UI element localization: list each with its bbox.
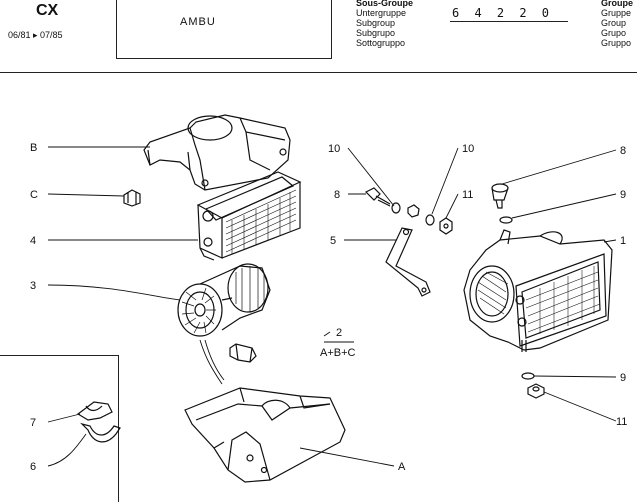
part-c-clip	[123, 189, 141, 207]
subgroup-code: 6 4 2 2 0	[452, 6, 554, 20]
fastener-washer-9a	[499, 216, 513, 224]
leader-11a	[445, 193, 459, 219]
leader-lines	[47, 146, 617, 467]
part-a-lower-housing	[184, 387, 346, 483]
group-label-it: Gruppo	[601, 38, 632, 48]
part-4-heater-matrix	[196, 171, 302, 261]
callout-7: 7	[30, 417, 36, 429]
group-label-es: Grupo	[601, 28, 627, 38]
group-label-de: Gruppe	[601, 8, 632, 18]
vehicle-model: CX	[36, 2, 59, 19]
part-6-inset-strap	[80, 422, 121, 443]
callout-8a: 8	[334, 189, 340, 201]
part-5-bracket	[385, 227, 431, 297]
group-label-fr: Groupe	[601, 0, 634, 8]
inset-border-vertical	[118, 355, 119, 502]
subgroup-label-list: Sous-Groupe Untergruppe Subgroup Subgrup…	[356, 0, 413, 48]
leader-a	[299, 447, 395, 467]
code-underline	[450, 21, 568, 22]
fastener-nut-11b	[527, 383, 545, 399]
subgroup-label-en: Subgroup	[356, 18, 396, 28]
part-b-upper-housing	[143, 114, 291, 191]
group-label-en: Group	[601, 18, 627, 28]
leader-3	[47, 284, 181, 301]
fastener-nut-11a	[439, 217, 453, 235]
production-years: 06/81 ▸ 07/85	[8, 30, 63, 40]
assembly-composition: A+B+C	[320, 347, 356, 359]
fastener-screw-8a	[364, 187, 391, 207]
inset-border-horizontal	[0, 355, 119, 356]
callout-6: 6	[30, 461, 36, 473]
leader-11b	[543, 391, 617, 422]
subgroup-label-de: Untergruppe	[356, 8, 407, 18]
callout-c: C	[30, 189, 38, 201]
callout-10a: 10	[328, 143, 340, 155]
part-7-inset-cover	[76, 401, 113, 421]
callout-9a: 9	[620, 189, 626, 201]
fastener-washer-10a	[391, 202, 401, 214]
header-divider	[0, 72, 637, 73]
part-3-blower-fan	[177, 263, 271, 385]
assembly-pointer	[323, 331, 331, 337]
callout-3: 3	[30, 280, 36, 292]
callout-10b: 10	[462, 143, 474, 155]
callout-1: 1	[620, 235, 626, 247]
callout-b: B	[30, 142, 37, 154]
fastener-nut-small	[407, 204, 420, 218]
callout-4: 4	[30, 235, 36, 247]
callout-11b: 11	[616, 416, 627, 428]
title-box	[116, 0, 332, 59]
leader-7	[47, 413, 81, 423]
callout-9b: 9	[620, 372, 626, 384]
leader-c	[47, 193, 125, 197]
leader-8b	[501, 149, 617, 185]
assembly-number: 2	[336, 327, 342, 339]
fastener-washer-9b	[521, 372, 535, 380]
part-1-heater-assembly	[463, 229, 613, 352]
callout-8b: 8	[620, 145, 626, 157]
subgroup-label-fr: Sous-Groupe	[356, 0, 414, 8]
group-label-list: Groupe Gruppe Group Grupo Gruppo	[601, 0, 633, 48]
callout-11a: 11	[462, 189, 473, 201]
leader-10a	[347, 147, 395, 207]
leader-6	[47, 433, 87, 467]
fastener-screw-8b	[491, 183, 509, 209]
subgroup-label-es: Subgrupo	[356, 28, 396, 38]
page-title: AMBU	[180, 16, 216, 28]
callout-5: 5	[330, 235, 336, 247]
leader-10b	[431, 147, 459, 215]
callout-a: A	[398, 461, 406, 473]
leader-9b	[533, 375, 617, 378]
leader-9a	[511, 193, 617, 219]
subgroup-label-it: Sottogruppo	[356, 38, 406, 48]
fastener-washer-10b	[425, 214, 435, 226]
leader-1	[603, 239, 617, 243]
center-clip	[229, 343, 257, 363]
